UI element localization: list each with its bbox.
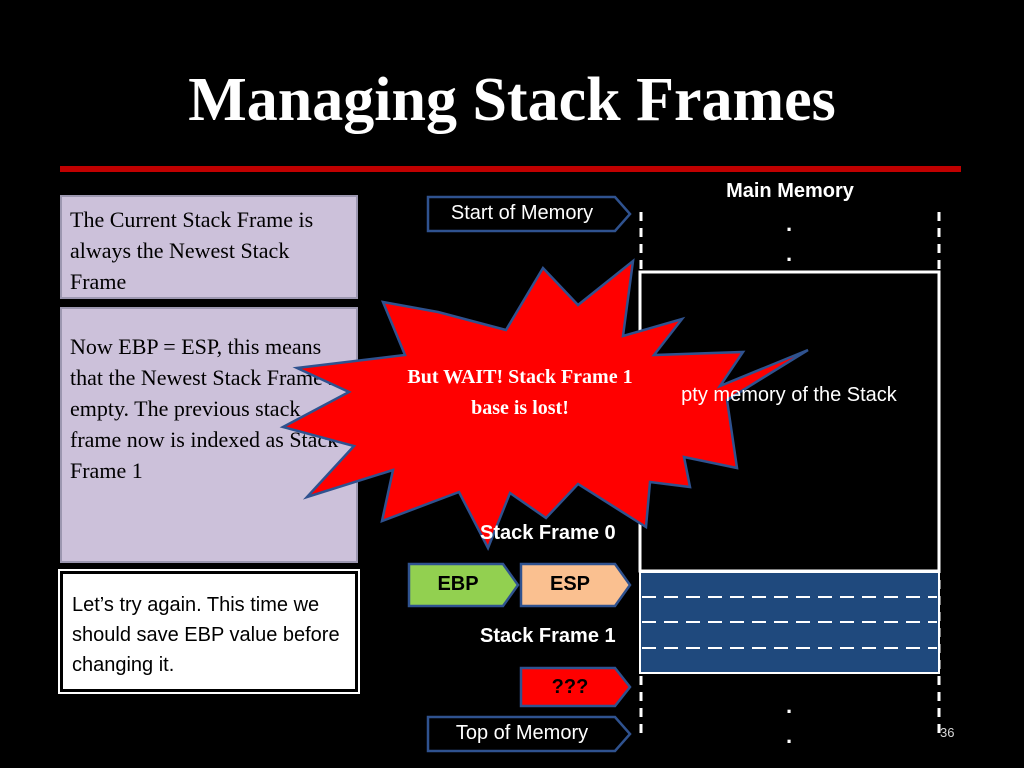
stack-frame-0-label: Stack Frame 0 xyxy=(480,522,616,544)
start-of-memory-pointer xyxy=(426,195,632,233)
ellipsis-dot: . xyxy=(785,693,793,718)
page-number: 36 xyxy=(940,725,955,740)
esp-label: ESP xyxy=(549,573,591,595)
slide-title: Managing Stack Frames xyxy=(188,66,836,134)
ellipsis-dot: . xyxy=(785,211,793,236)
start-of-memory-label: Start of Memory xyxy=(450,202,594,224)
unknown-label: ??? xyxy=(551,676,589,698)
stack-frame-1-label: Stack Frame 1 xyxy=(480,625,616,647)
ellipsis-dot: . xyxy=(785,241,793,266)
try-again-note: Let’s try again. This time we should sav… xyxy=(58,569,360,694)
empty-memory-label: pty memory of the Stack xyxy=(681,384,897,406)
main-memory-label: Main Memory xyxy=(726,180,854,202)
top-of-memory-pointer xyxy=(426,715,632,753)
ebp-equals-esp-note: Now EBP = ESP, this means that the Newes… xyxy=(60,307,358,563)
unknown-pointer xyxy=(519,666,632,708)
ellipsis-dot: . xyxy=(785,723,793,748)
title-divider xyxy=(60,166,961,172)
burst-warning-text: But WAIT! Stack Frame 1 base is lost! xyxy=(407,366,633,419)
top-of-memory-label: Top of Memory xyxy=(455,722,589,744)
ebp-pointer xyxy=(407,562,520,608)
ebp-label: EBP xyxy=(437,573,479,595)
current-frame-note: The Current Stack Frame is always the Ne… xyxy=(60,195,358,299)
warning-burst xyxy=(279,258,809,552)
esp-pointer xyxy=(519,562,632,608)
